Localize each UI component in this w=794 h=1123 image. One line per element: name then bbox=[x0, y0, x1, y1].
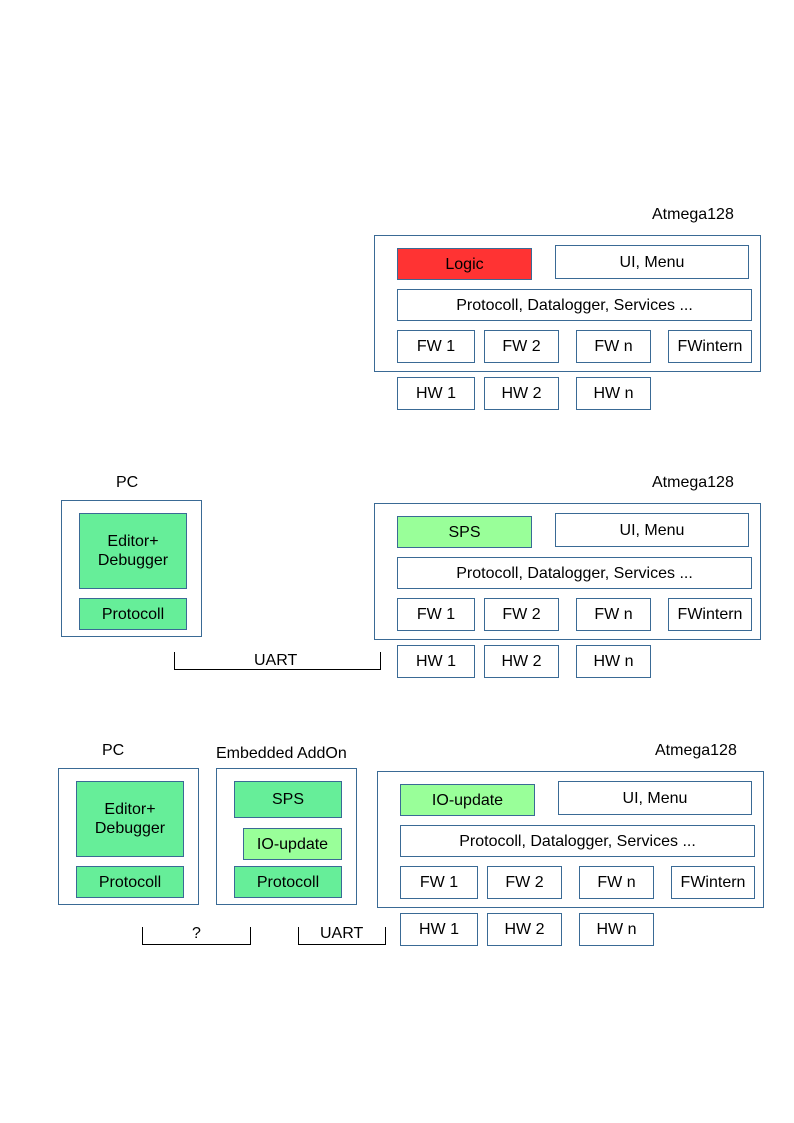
hw-1-block: HW 1 bbox=[400, 913, 478, 946]
uart-connection bbox=[298, 927, 386, 945]
ui-menu-block: UI, Menu bbox=[555, 513, 749, 547]
services-block: Protocoll, Datalogger, Services ... bbox=[397, 289, 752, 321]
fw-intern-block: FWintern bbox=[668, 330, 752, 363]
hw-2-block: HW 2 bbox=[484, 377, 559, 410]
editor-debugger-block: Editor+ Debugger bbox=[76, 781, 184, 857]
hw-n-block: HW n bbox=[576, 645, 651, 678]
unknown-connection bbox=[142, 927, 251, 945]
fw-n-block: FW n bbox=[579, 866, 654, 899]
fw-1-block: FW 1 bbox=[397, 330, 475, 363]
hw-n-block: HW n bbox=[576, 377, 651, 410]
addon-io-update-block: IO-update bbox=[243, 828, 342, 860]
fw-1-block: FW 1 bbox=[397, 598, 475, 631]
fw-2-block: FW 2 bbox=[484, 598, 559, 631]
hw-n-block: HW n bbox=[579, 913, 654, 946]
fw-1-block: FW 1 bbox=[400, 866, 478, 899]
chip-title: Atmega128 bbox=[655, 742, 737, 759]
ui-menu-block: UI, Menu bbox=[558, 781, 752, 815]
addon-sps-block: SPS bbox=[234, 781, 342, 818]
hw-2-block: HW 2 bbox=[484, 645, 559, 678]
uart-connection bbox=[174, 652, 381, 670]
fw-n-block: FW n bbox=[576, 598, 651, 631]
uart-label: UART bbox=[254, 652, 298, 669]
chip-title: Atmega128 bbox=[652, 206, 734, 223]
addon-title: Embedded AddOn bbox=[216, 745, 347, 762]
pc-title: PC bbox=[116, 474, 139, 491]
logic-block: Logic bbox=[397, 248, 532, 280]
pc-protocoll-block: Protocoll bbox=[79, 598, 187, 630]
fw-intern-block: FWintern bbox=[671, 866, 755, 899]
pc-protocoll-block: Protocoll bbox=[76, 866, 184, 898]
chip-title: Atmega128 bbox=[652, 474, 734, 491]
io-update-block: IO-update bbox=[400, 784, 535, 816]
services-block: Protocoll, Datalogger, Services ... bbox=[400, 825, 755, 857]
hw-1-block: HW 1 bbox=[397, 377, 475, 410]
sps-block: SPS bbox=[397, 516, 532, 548]
hw-2-block: HW 2 bbox=[487, 913, 562, 946]
ui-menu-block: UI, Menu bbox=[555, 245, 749, 279]
fw-n-block: FW n bbox=[576, 330, 651, 363]
fw-2-block: FW 2 bbox=[484, 330, 559, 363]
uart-label: UART bbox=[320, 925, 364, 942]
pc-title: PC bbox=[102, 742, 125, 759]
unknown-connection-label: ? bbox=[192, 925, 201, 942]
fw-intern-block: FWintern bbox=[668, 598, 752, 631]
services-block: Protocoll, Datalogger, Services ... bbox=[397, 557, 752, 589]
addon-protocoll-block: Protocoll bbox=[234, 866, 342, 898]
editor-debugger-block: Editor+ Debugger bbox=[79, 513, 187, 589]
fw-2-block: FW 2 bbox=[487, 866, 562, 899]
hw-1-block: HW 1 bbox=[397, 645, 475, 678]
